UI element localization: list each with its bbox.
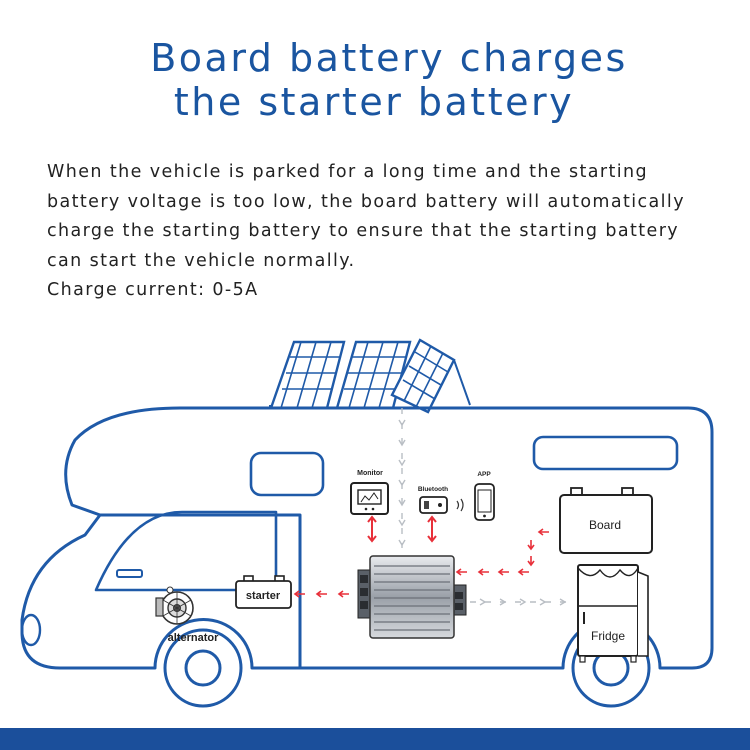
fridge-label: Fridge [591,629,625,643]
title-line-2: the starter battery [173,80,575,124]
solar-panel-right [390,338,456,414]
bluetooth-link-arrow [427,515,437,543]
monitor-icon [350,482,389,515]
page-title: Board battery charges the starter batter… [0,36,750,124]
description-line-3: charge the starting battery to ensure th… [47,221,680,241]
bluetooth-module-icon [419,496,448,514]
inverter-icon [357,555,467,639]
board-label: Board [589,518,621,532]
description-line-1: When the vehicle is parked for a long ti… [47,162,649,182]
monitor-label: Monitor [357,470,383,477]
description-line-4: can start the vehicle normally. [47,250,356,271]
description: When the vehicle is parked for a long ti… [47,158,737,306]
wifi-signal-icon [456,498,464,512]
app-label: APP [477,471,491,478]
starter-battery-icon [235,575,292,609]
solar-flow-arrows [398,408,406,548]
alternator-label: alternator [168,632,219,644]
phone-icon [474,483,495,521]
charge-current: Charge current: 0-5A [47,280,259,300]
solar-panel-left [269,340,346,410]
monitor-link-arrow [367,515,377,543]
fridge-flow-arrows [470,598,572,606]
alternator-icon [155,586,194,625]
starter-label: starter [246,590,281,602]
charge-flow-arrows [293,528,549,598]
solar-panel-icon [269,338,471,414]
board-battery-icon [559,487,653,554]
bluetooth-label: Bluetooth [418,486,448,493]
description-line-2: battery voltage is too low, the board ba… [47,191,685,212]
fridge-icon [577,564,649,663]
title-line-1: Board battery charges [150,36,628,80]
bottom-bar [0,728,750,750]
rv-body [20,406,714,670]
